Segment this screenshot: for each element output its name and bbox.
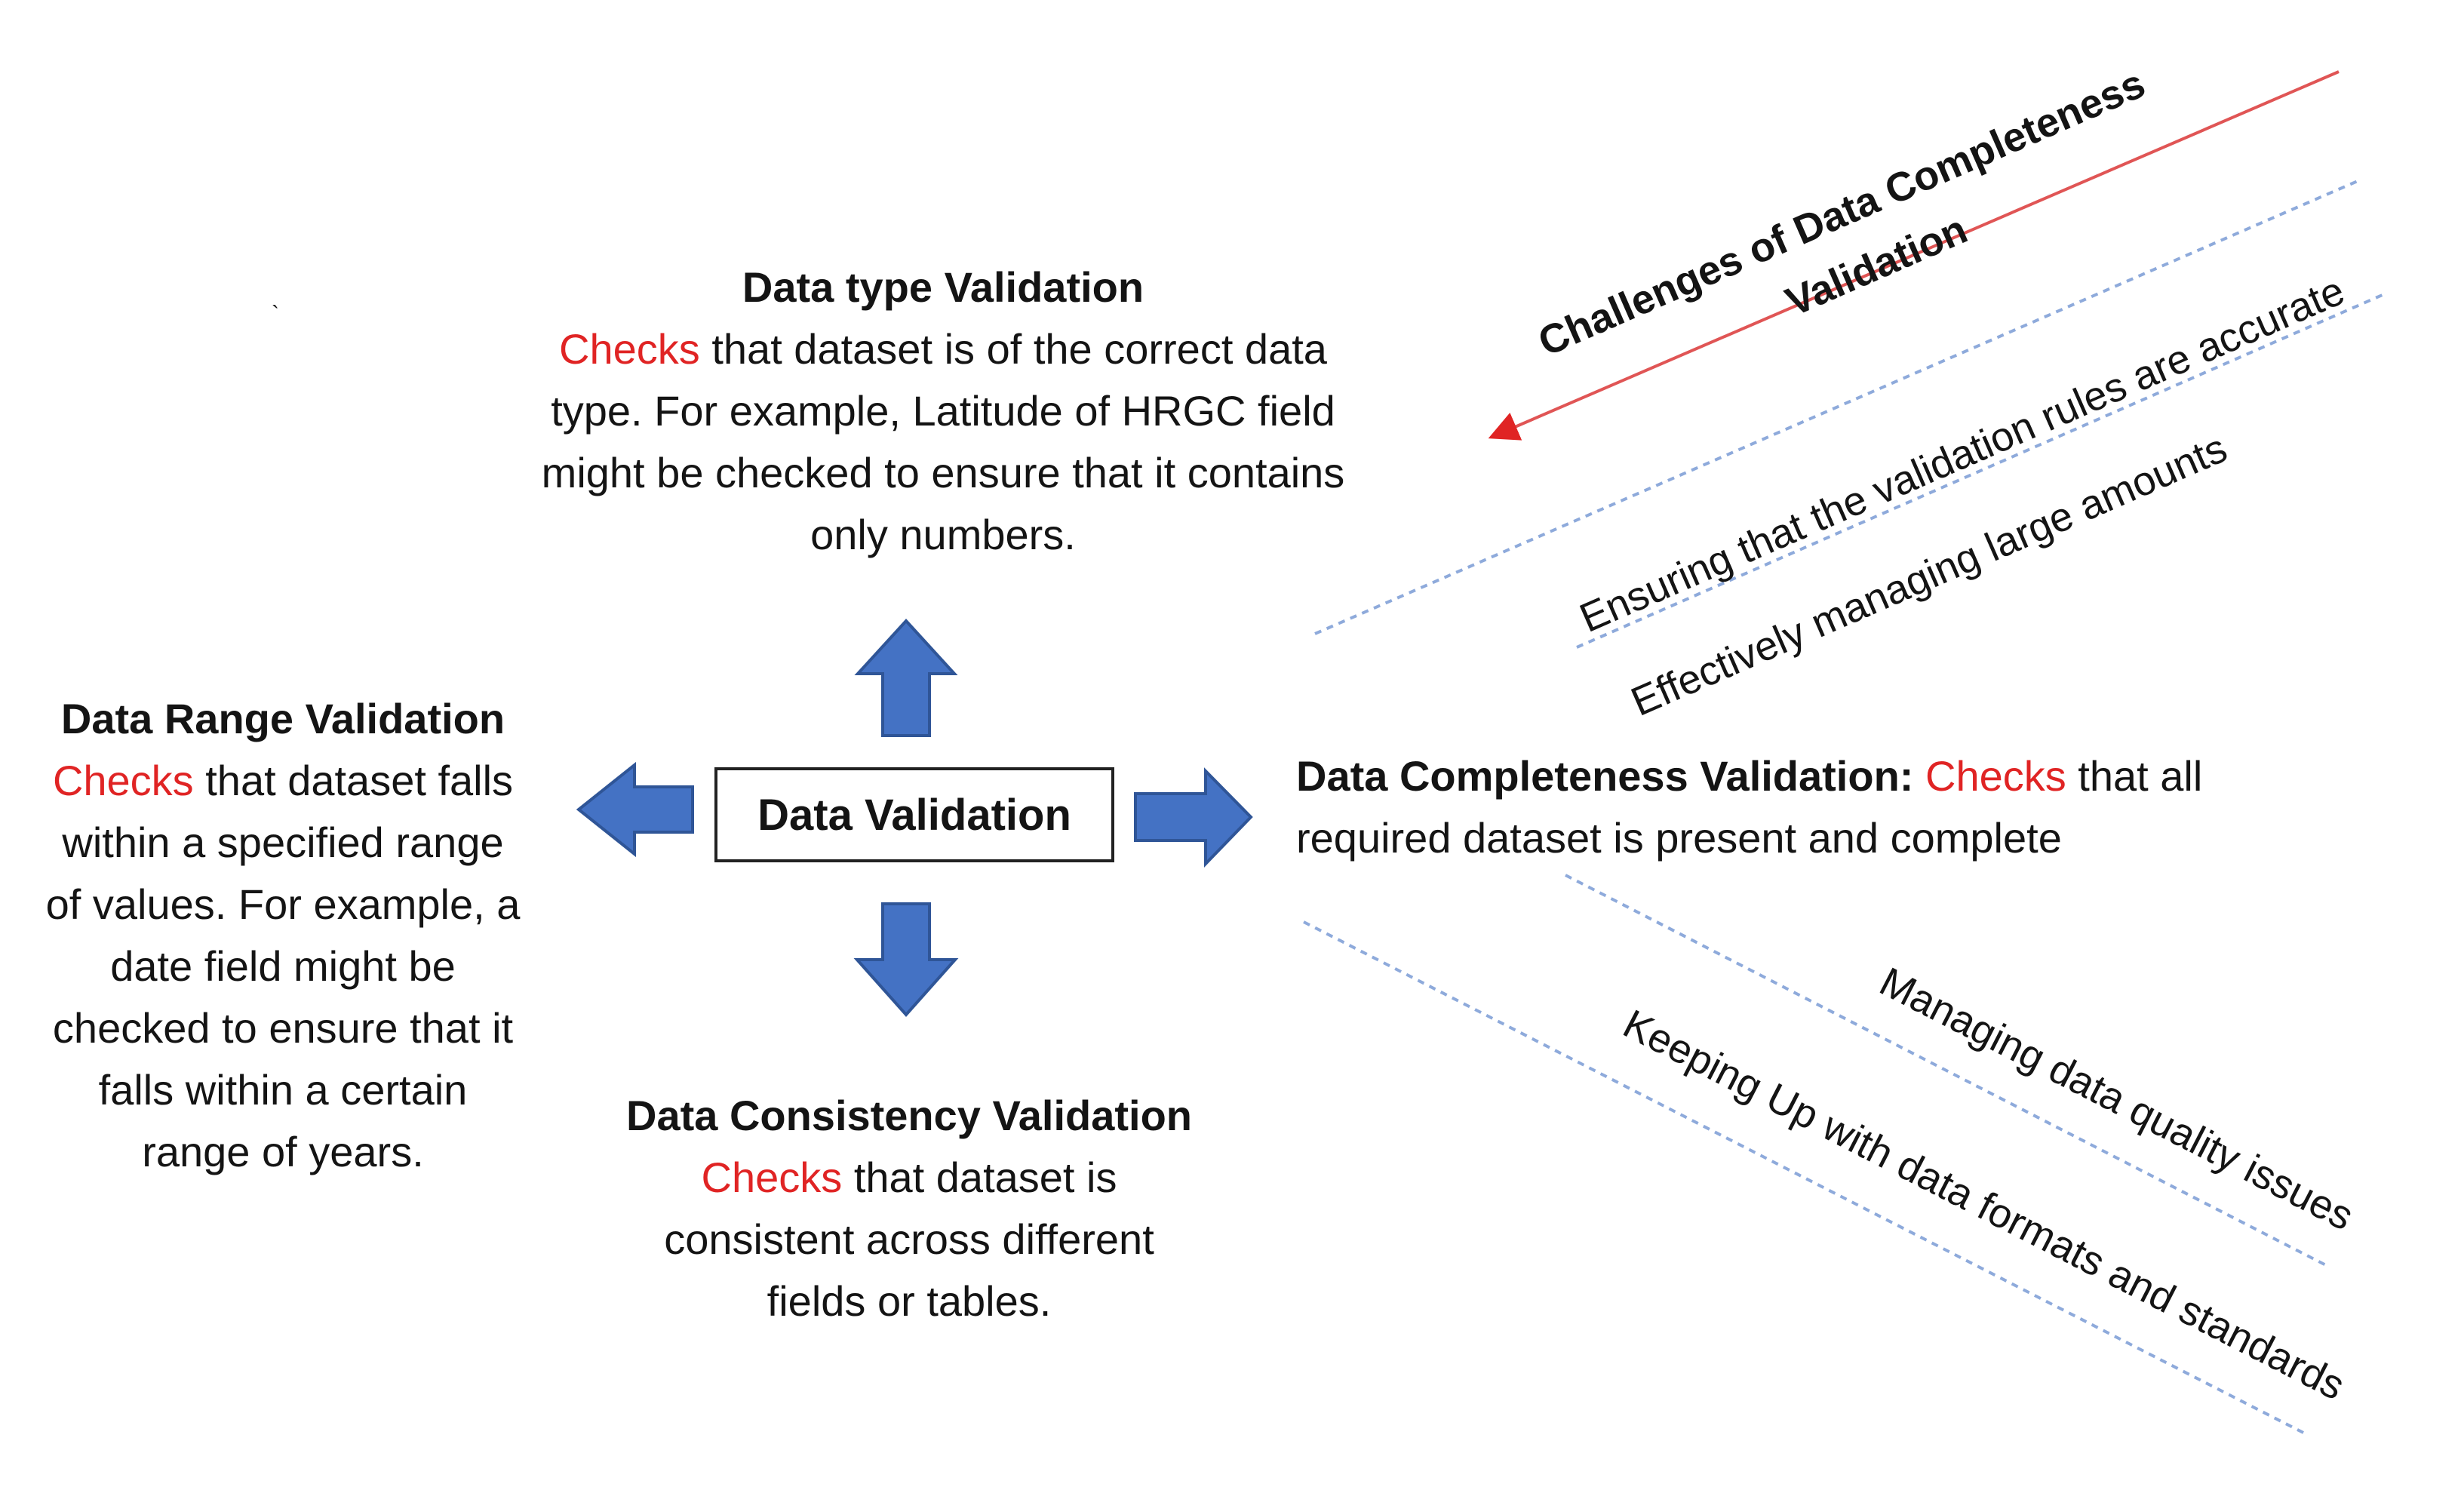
arrow-up-icon bbox=[854, 619, 958, 737]
range-validation-block: Data Range Validation Checks that datase… bbox=[11, 688, 555, 1183]
range-validation-line-6: falls within a certain bbox=[98, 1066, 468, 1114]
completeness-line-1: Data Completeness Validation: Checks tha… bbox=[1296, 752, 2203, 800]
type-validation-line-3: might be checked to ensure that it conta… bbox=[541, 449, 1345, 496]
dotted-line-2 bbox=[1576, 293, 2385, 649]
type-validation-block: Data type Validation Checks that dataset… bbox=[453, 257, 1433, 566]
range-validation-title: Data Range Validation bbox=[60, 695, 505, 742]
checks-keyword: Checks bbox=[52, 757, 194, 804]
arrow-right-icon bbox=[1134, 767, 1253, 868]
range-validation-line-7: range of years. bbox=[142, 1128, 424, 1175]
checks-keyword: Checks bbox=[701, 1154, 843, 1201]
checks-keyword: Checks bbox=[1925, 752, 2066, 800]
completeness-title: Data Completeness Validation: bbox=[1296, 752, 1914, 800]
completeness-line-2: required dataset is present and complete bbox=[1296, 814, 2062, 862]
dotted-line-3 bbox=[1565, 874, 2328, 1267]
range-validation-line-1: Checks that dataset falls bbox=[52, 757, 514, 804]
dotted-line-4 bbox=[1303, 920, 2306, 1435]
checks-keyword: Checks bbox=[559, 325, 700, 373]
challenges-red-arrow bbox=[1488, 70, 2340, 441]
consistency-line-2: consistent across different bbox=[664, 1215, 1154, 1263]
consistency-validation-block: Data Consistency Validation Checks that … bbox=[532, 1085, 1286, 1332]
type-validation-title: Data type Validation bbox=[742, 263, 1144, 311]
range-validation-line-5: checked to ensure that it bbox=[52, 1004, 514, 1052]
type-validation-line-4: only numbers. bbox=[810, 511, 1076, 558]
consistency-line-3: fields or tables. bbox=[767, 1277, 1052, 1325]
dotted-line-1 bbox=[1314, 180, 2358, 635]
arrow-left-icon bbox=[576, 761, 694, 858]
type-validation-line-2: type. For example, Latitude of HRGC fiel… bbox=[551, 387, 1335, 435]
range-validation-line-3: of values. For example, a bbox=[45, 880, 521, 928]
range-validation-line-4: date field might be bbox=[110, 942, 456, 990]
stray-mark: ` bbox=[272, 302, 279, 327]
consistency-line-1: Checks that dataset is bbox=[701, 1154, 1117, 1201]
completeness-validation-block: Data Completeness Validation: Checks tha… bbox=[1296, 745, 2202, 869]
data-validation-box: Data Validation bbox=[714, 767, 1114, 862]
range-validation-line-2: within a specified range bbox=[62, 819, 504, 866]
arrow-down-icon bbox=[853, 902, 959, 1018]
type-validation-line-1: Checks that dataset is of the correct da… bbox=[559, 325, 1327, 373]
consistency-validation-title: Data Consistency Validation bbox=[626, 1092, 1192, 1139]
